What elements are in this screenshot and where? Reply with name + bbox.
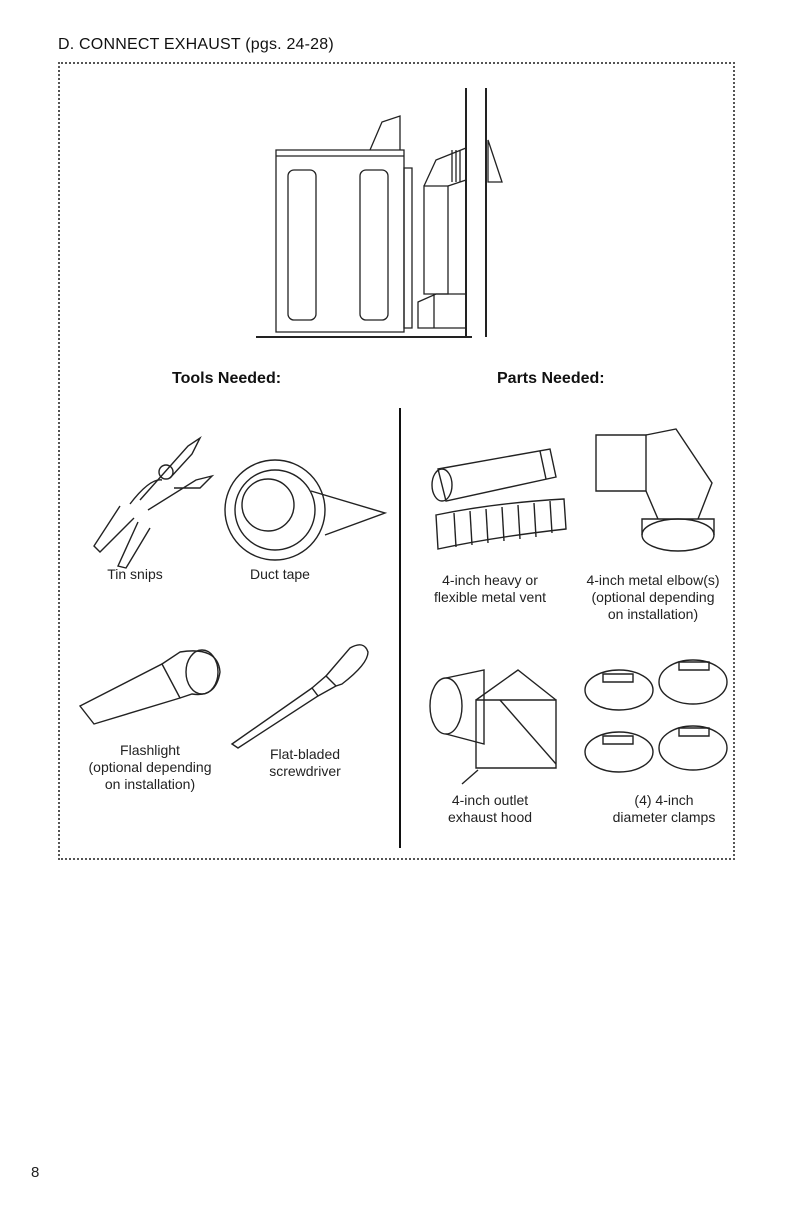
hood-caption-line2: exhaust hood xyxy=(420,809,560,826)
parts-needed-title: Parts Needed: xyxy=(497,370,605,388)
hood-caption-line1: 4-inch outlet xyxy=(420,792,560,809)
elbow-caption-line2: (optional depending xyxy=(568,589,738,606)
tin-snips-caption: Tin snips xyxy=(85,566,185,583)
flashlight-caption-line3: on installation) xyxy=(70,776,230,793)
tin-snips-icon xyxy=(78,418,228,568)
clamps-icon xyxy=(583,652,733,787)
clamps-caption-line1: (4) 4-inch xyxy=(584,792,744,809)
duct-tape-icon xyxy=(225,455,385,565)
page-number: 8 xyxy=(31,1164,39,1181)
elbow-caption-line1: 4-inch metal elbow(s) xyxy=(568,572,738,589)
elbow-icon xyxy=(588,425,728,560)
screwdriver-caption-line2: screwdriver xyxy=(250,763,360,780)
elbow-caption-line3: on installation) xyxy=(568,606,738,623)
section-heading: D. CONNECT EXHAUST (pgs. 24-28) xyxy=(58,36,334,54)
vent-pipe-icon xyxy=(424,445,574,555)
dryer-exhaust-diagram xyxy=(240,88,520,348)
flashlight-icon xyxy=(80,648,230,728)
vent-caption-line1: 4-inch heavy or xyxy=(410,572,570,589)
screwdriver-icon xyxy=(232,640,372,750)
exhaust-hood-icon xyxy=(428,660,568,790)
tools-needed-title: Tools Needed: xyxy=(172,370,281,388)
vent-caption-line2: flexible metal vent xyxy=(410,589,570,606)
duct-tape-caption: Duct tape xyxy=(230,566,330,583)
clamps-caption-line2: diameter clamps xyxy=(584,809,744,826)
flashlight-caption-line2: (optional depending xyxy=(70,759,230,776)
column-divider xyxy=(399,408,401,848)
flashlight-caption-line1: Flashlight xyxy=(70,742,230,759)
screwdriver-caption-line1: Flat-bladed xyxy=(250,746,360,763)
